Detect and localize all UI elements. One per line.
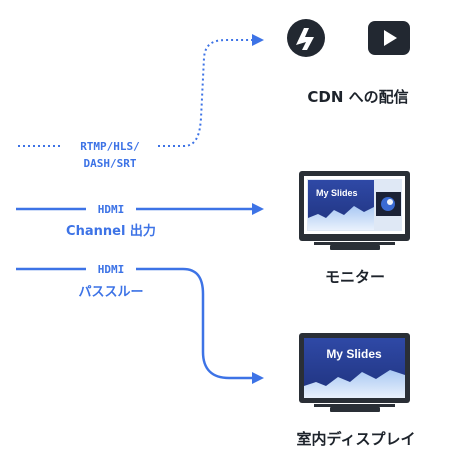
- indoor-display-label: 室内ディスプレイ: [297, 430, 416, 448]
- monitor-label: モニター: [325, 268, 385, 286]
- monitor-slide-title: My Slides: [316, 188, 358, 198]
- passthrough-hdmi-tag: HDMI: [98, 263, 125, 276]
- channel-output-arrow: [16, 203, 264, 215]
- streaming-dotted-arrow: [18, 34, 264, 147]
- streaming-protocols-label-line1: RTMP/HLS/: [80, 140, 140, 153]
- channel-output-hdmi-tag: HDMI: [98, 203, 125, 216]
- indoor-display-slide-title: My Slides: [326, 347, 382, 361]
- monitor-icon: [299, 171, 410, 250]
- indoor-display-icon: [299, 333, 410, 412]
- passthrough-label: パススルー: [78, 285, 143, 300]
- channel-output-label: Channel 出力: [66, 223, 156, 239]
- passthrough-arrow: [16, 267, 264, 384]
- video-play-icon: [368, 21, 410, 55]
- stream-platform-icon: [287, 19, 325, 57]
- cdn-delivery-label: CDN への配信: [307, 88, 408, 106]
- streaming-protocols-label-line2: DASH/SRT: [84, 157, 137, 170]
